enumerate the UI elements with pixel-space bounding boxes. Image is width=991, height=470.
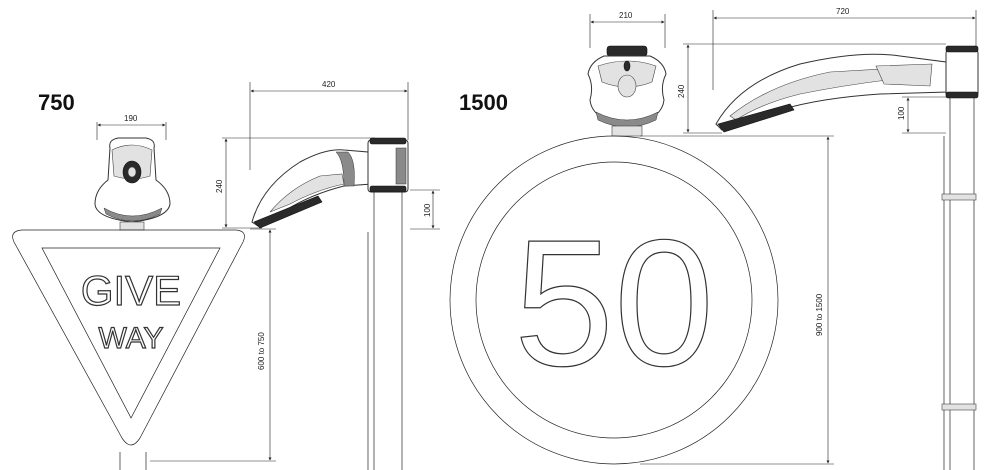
luminaire-front-view-right (587, 45, 667, 137)
right-group: 1500 210 50 720 (449, 7, 979, 470)
dim-label-100-left: 100 (423, 203, 432, 217)
dim-arm-length-left: 420 (249, 80, 409, 170)
dim-label-900-1500: 900 to 1500 (815, 293, 824, 336)
give-way-sign: GIVE WAY (12, 229, 245, 446)
dim-head-width-right: 210 (589, 11, 666, 48)
dim-head-width-left: 190 (96, 114, 167, 140)
dim-head-height-right: 240 (677, 43, 946, 134)
dim-label-420: 420 (322, 80, 336, 89)
dim-sign-height-right: 900 to 1500 (640, 135, 834, 465)
dim-label-240-right: 240 (677, 84, 686, 98)
sign-text-give: GIVE (81, 267, 181, 314)
dim-label-190: 190 (124, 114, 138, 123)
left-group: 750 190 GIVE WAY (12, 80, 440, 470)
dim-bracket-height-left: 100 (410, 189, 440, 230)
dim-label-720: 720 (836, 7, 850, 16)
sign-text-50: 50 (514, 203, 714, 404)
dim-head-height-left: 240 (215, 137, 375, 229)
dim-arm-length-right: 720 (712, 7, 977, 90)
dim-label-100-right: 100 (897, 106, 906, 120)
luminaire-side-view-right (715, 45, 979, 133)
dim-label-240-left: 240 (215, 179, 224, 193)
size-label-750: 750 (38, 90, 75, 115)
speed-limit-sign-50: 50 (449, 135, 779, 465)
sign-text-way: WAY (99, 322, 164, 355)
size-label-1500: 1500 (459, 90, 508, 115)
dim-sign-height-left: 600 to 750 (150, 228, 276, 462)
dim-bracket-height-right: 100 (897, 96, 946, 134)
luminaire-front-view-left (94, 137, 171, 231)
dim-label-600-750: 600 to 750 (257, 332, 266, 370)
luminaire-side-view-left (251, 137, 409, 229)
dim-label-210: 210 (619, 11, 633, 20)
